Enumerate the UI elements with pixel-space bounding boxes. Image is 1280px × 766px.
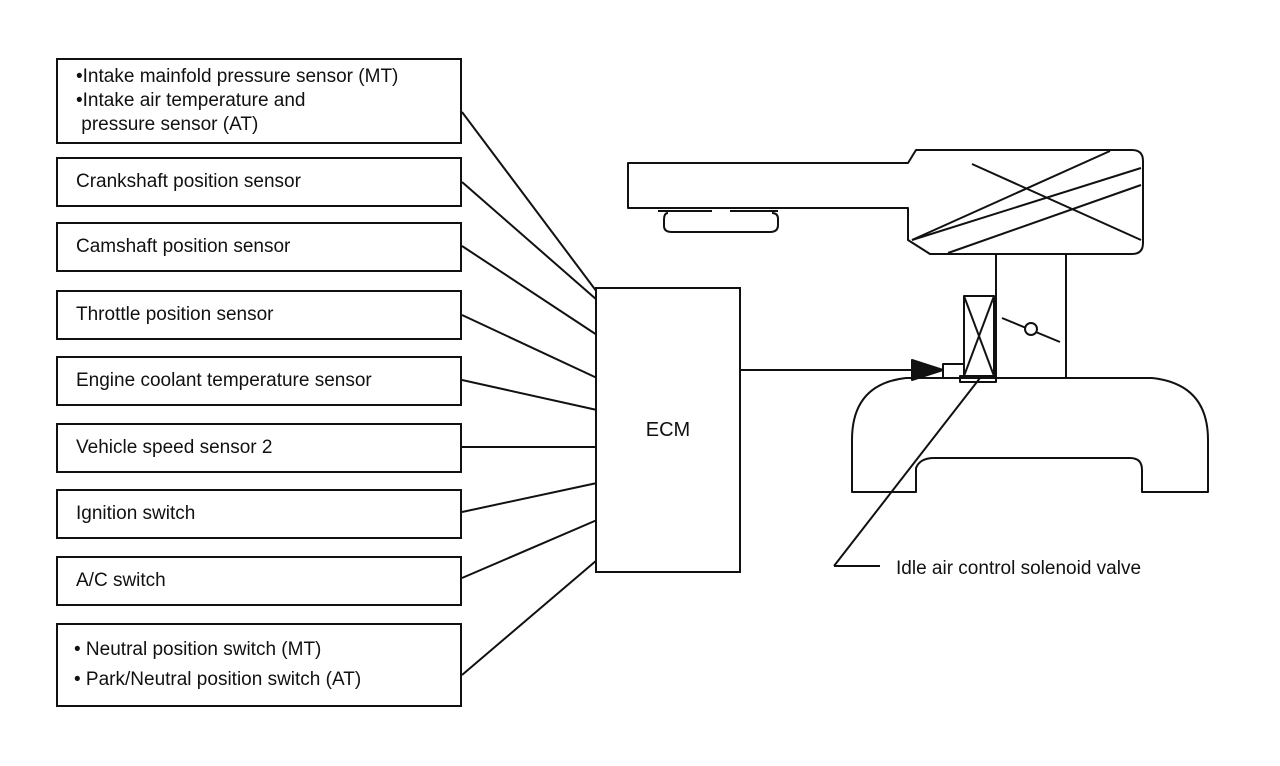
sensor-label: A/C switch [76, 570, 166, 591]
sensor-box-vehicle-speed: Vehicle speed sensor 2 [56, 423, 462, 473]
sensor-label: Engine coolant temperature sensor [76, 370, 372, 391]
sensor-line: • Neutral position switch (MT) [74, 639, 322, 660]
idle-air-control-valve-label: Idle air control solenoid valve [896, 558, 1142, 579]
wire-neutral [461, 559, 598, 676]
filter-line-4 [971, 163, 1142, 241]
sensor-box-camshaft: Camshaft position sensor [56, 222, 462, 272]
duct-slot [663, 212, 779, 233]
wire-crankshaft [461, 181, 598, 301]
iac-valve-cross-2 [963, 295, 995, 377]
sensor-box-intake-pressure: •Intake mainfold pressure sensor (MT) •I… [56, 58, 462, 144]
ecm-box: ECM [595, 287, 741, 573]
sensor-box-neutral-position: • Neutral position switch (MT) • Park/Ne… [56, 623, 462, 707]
sensor-box-crankshaft: Crankshaft position sensor [56, 157, 462, 207]
sensor-label: Vehicle speed sensor 2 [76, 437, 273, 458]
intake-duct-outline [627, 149, 1144, 255]
sensor-label: Camshaft position sensor [76, 236, 291, 257]
valve-leader-line-1 [833, 377, 981, 567]
sensor-box-ac: A/C switch [56, 556, 462, 606]
sensor-line: pressure sensor (AT) [76, 114, 259, 135]
filter-line-3 [947, 184, 1142, 254]
sensor-line: • Park/Neutral position switch (AT) [74, 669, 362, 690]
sensor-label: Crankshaft position sensor [76, 171, 301, 192]
sensor-box-ignition: Ignition switch [56, 489, 462, 539]
filter-line-1 [911, 150, 1111, 241]
lower-manifold-outline [851, 377, 1209, 493]
wire-camshaft [461, 245, 598, 336]
wire-coolant [461, 379, 598, 411]
ecm-to-valve-arrowhead [911, 359, 944, 381]
wire-intake-pressure [461, 111, 598, 293]
wire-throttle [461, 314, 598, 379]
filter-line-2 [911, 167, 1142, 241]
sensor-box-coolant: Engine coolant temperature sensor [56, 356, 462, 406]
wire-ignition [461, 482, 598, 513]
sensor-label: Ignition switch [76, 503, 196, 524]
wire-ac [461, 519, 598, 579]
throttle-shaft [1024, 322, 1038, 336]
ecm-label: ECM [645, 418, 691, 441]
sensor-box-throttle: Throttle position sensor [56, 290, 462, 340]
sensor-line: •Intake mainfold pressure sensor (MT) [76, 66, 399, 87]
sensor-label: Throttle position sensor [76, 304, 274, 325]
sensor-line: •Intake air temperature and [76, 90, 306, 111]
